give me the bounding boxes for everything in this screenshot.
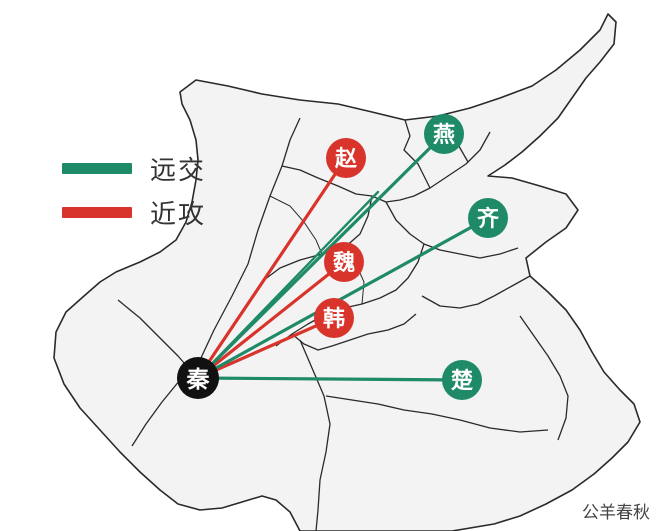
- state-qi: 齐: [468, 198, 508, 238]
- state-qi-label: 齐: [477, 206, 500, 232]
- state-wei-marker: [324, 242, 364, 282]
- line-qin-qi: [196, 216, 490, 380]
- state-zhao-label: 赵: [334, 146, 358, 172]
- state-chu-label: 楚: [451, 368, 473, 394]
- line-qin-chu: [196, 376, 464, 382]
- line-qin-mid: [196, 190, 380, 380]
- legend-near-label: 近攻: [150, 199, 207, 230]
- state-qin: 秦: [177, 357, 219, 399]
- watermark: 公羊春秋: [582, 503, 650, 523]
- relation-lines: [196, 132, 490, 382]
- state-wei: 魏: [324, 242, 364, 282]
- state-zhao-marker: [326, 138, 366, 178]
- state-qin-label: 秦: [186, 366, 211, 393]
- state-zhao: 赵: [326, 138, 366, 178]
- state-qi-marker: [468, 198, 508, 238]
- legend-far-swatch: [62, 162, 132, 174]
- state-yan-marker: [424, 114, 464, 154]
- state-han-label: 韩: [323, 306, 345, 332]
- state-wei-label: 魏: [332, 250, 355, 276]
- state-chu-marker: [442, 360, 482, 400]
- line-qin-han: [196, 316, 336, 380]
- state-yan: 燕: [424, 114, 464, 154]
- state-yan-label: 燕: [433, 122, 455, 148]
- legend-far: 远交: [62, 146, 206, 190]
- legend-near-swatch: [62, 206, 132, 218]
- state-qin-marker: [177, 357, 219, 399]
- state-chu: 楚: [442, 360, 482, 400]
- legend: 远交 近攻: [62, 146, 206, 234]
- line-qin-zhao: [196, 156, 348, 380]
- legend-near: 近攻: [62, 190, 206, 234]
- state-han-marker: [314, 298, 354, 338]
- legend-far-label: 远交: [150, 155, 207, 186]
- state-han: 韩: [314, 298, 354, 338]
- line-qin-wei: [196, 260, 346, 380]
